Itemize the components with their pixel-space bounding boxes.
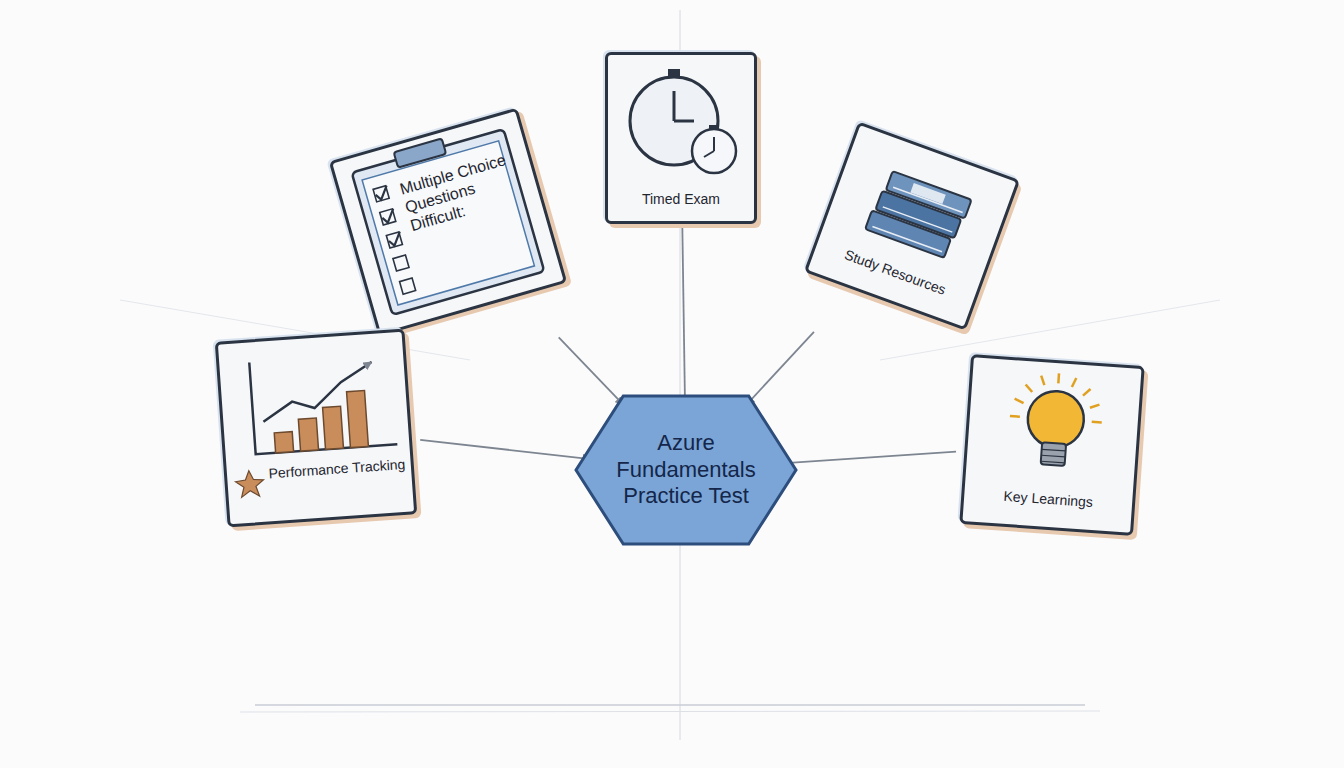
hexagon-title: Azure Fundamentals Practice Test xyxy=(594,430,778,509)
card-label: Key Learnings xyxy=(972,486,1125,513)
base-line xyxy=(240,711,1100,712)
card-label: Timed Exam xyxy=(616,191,746,208)
chart-icon xyxy=(218,332,414,524)
idea-card: Key Learnings xyxy=(959,354,1144,536)
base-line xyxy=(255,704,1085,706)
books-icon xyxy=(808,125,1017,326)
chart-card: Performance Tracking xyxy=(215,329,418,528)
connector-arrow xyxy=(746,332,814,405)
card-label: Performance Tracking xyxy=(266,456,407,483)
center-hexagon: Azure Fundamentals Practice Test xyxy=(574,394,798,546)
books-card: Study Resources xyxy=(804,121,1020,330)
connector-arrow xyxy=(420,440,590,459)
connector-arrow xyxy=(559,337,624,404)
checklist-card: Multiple Choice Questions Difficult: xyxy=(329,108,568,337)
timer-card: Timed Exam xyxy=(605,52,757,224)
connector-arrow xyxy=(682,227,685,403)
connector-arrow xyxy=(782,452,956,464)
